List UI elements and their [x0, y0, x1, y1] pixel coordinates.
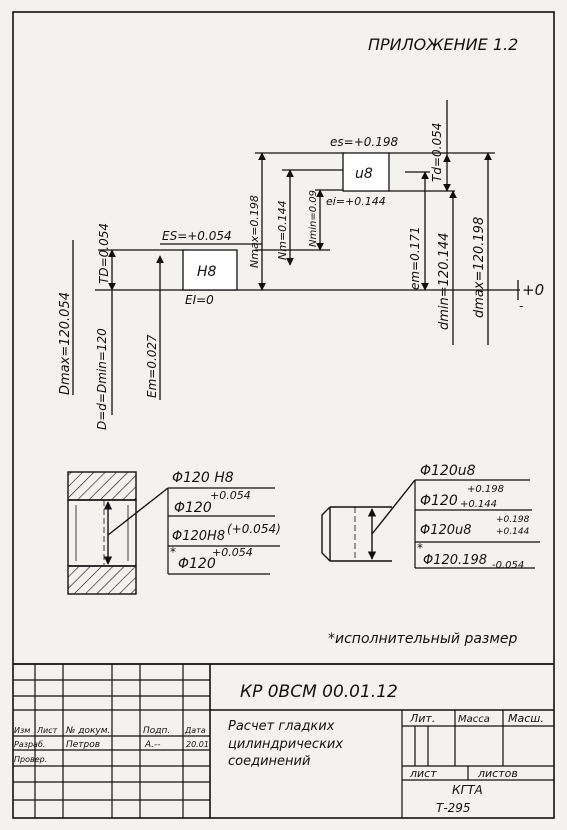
zero-line-minus: -	[519, 299, 523, 313]
fit-nm-label: Nm=0.144	[276, 200, 289, 260]
shaft-desig-line4-sub: -0.054	[492, 560, 524, 571]
hole-desig-line1: Φ120 H8	[172, 470, 234, 486]
shaft-em-label: em=0.171	[408, 227, 422, 290]
hole-desig-line4: Φ120	[178, 556, 216, 572]
footnote: *исполнительный размер	[328, 631, 518, 647]
shaft-field-label: u8	[355, 166, 373, 182]
col-ndoc: № докум.	[65, 726, 110, 736]
sheet-frame	[12, 11, 555, 819]
title-block	[13, 663, 554, 818]
hole-dmax-label: Dmax=120.054	[58, 292, 73, 395]
listov-label: листов	[477, 767, 518, 780]
shaft-desig-line3-sup: +0.198	[496, 515, 530, 525]
lit-label: Лит.	[409, 712, 435, 725]
group-label: Т-295	[436, 801, 471, 815]
org-label: КГТА	[452, 783, 483, 797]
hole-part-sketch	[67, 471, 169, 595]
hole-em-label: Em=0.027	[145, 334, 159, 398]
shaft-ei-label: ei=+0.144	[326, 195, 386, 208]
doc-name-line2: цилиндрических	[228, 737, 343, 752]
col-data: Дата	[184, 726, 206, 735]
shaft-designation-table	[414, 479, 540, 569]
doc-name-line1: Расчет гладких	[228, 719, 335, 734]
row-prover: Провер.	[14, 755, 47, 764]
col-podp: Подп.	[143, 726, 170, 736]
hole-dnom-label: D=d=Dmin=120	[95, 328, 109, 430]
col-izm: Изм	[14, 726, 30, 735]
appendix-title: ПРИЛОЖЕНИЕ 1.2	[368, 35, 518, 54]
shaft-desig-line2-sub: +0.144	[460, 499, 497, 510]
hole-field-label: H8	[197, 264, 217, 280]
hole-td-label: TD=0.054	[97, 223, 111, 284]
zero-line-label: +0	[522, 281, 544, 299]
fit-nmax-label: Nmax=0.198	[248, 195, 261, 268]
razrab-date: 20.01	[186, 740, 209, 749]
shaft-desig-line4: Φ120.198	[423, 553, 487, 568]
shaft-desig-line2-sup: +0.198	[467, 484, 504, 495]
hole-desig-line4-sup: +0.054	[212, 546, 253, 559]
shaft-es-label: es=+0.198	[330, 135, 398, 149]
doc-code: КР 0ВСМ 00.01.12	[240, 682, 398, 702]
razrab-sign: А.--	[144, 740, 161, 750]
hole-designation-table	[167, 487, 280, 575]
masht-label: Масш.	[508, 712, 544, 725]
shaft-td-label: Td=0.054	[430, 123, 444, 182]
shaft-desig-line3: Φ120u8	[420, 523, 472, 538]
hole-tolerance-field	[182, 249, 238, 291]
shaft-desig-line3-sub: +0.144	[496, 527, 530, 537]
hole-ei-label: EI=0	[185, 293, 214, 307]
razrab-name: Петров	[66, 740, 100, 750]
doc-name-line3: соединений	[228, 754, 310, 769]
shaft-part-sketch	[321, 479, 416, 562]
fit-nmin-label: Nmin=0.09	[308, 190, 319, 247]
shaft-desig-line4-star: *	[417, 541, 423, 555]
hole-desig-line3: Φ120H8	[172, 529, 225, 544]
shaft-dmax-label: dmax=120.198	[472, 217, 487, 318]
shaft-desig-line2: Φ120	[420, 493, 458, 509]
list-label: лист	[409, 767, 437, 780]
hole-desig-line3-paren: (+0.054)	[227, 522, 281, 536]
hole-es-label: ES=+0.054	[162, 229, 232, 243]
tolerance-diagram	[72, 100, 520, 415]
shaft-tolerance-field	[342, 152, 390, 192]
hole-desig-line2-sup: +0.054	[210, 489, 251, 502]
col-list: Лист	[36, 726, 58, 735]
hole-desig-line4-star: *	[170, 545, 176, 559]
shaft-desig-line1: Φ120u8	[420, 463, 476, 479]
row-razrab: Разраб.	[14, 740, 45, 749]
hole-desig-line2: Φ120	[174, 500, 212, 516]
shaft-dmin-label: dmin=120.144	[437, 233, 452, 330]
massa-label: Масса	[458, 714, 490, 725]
